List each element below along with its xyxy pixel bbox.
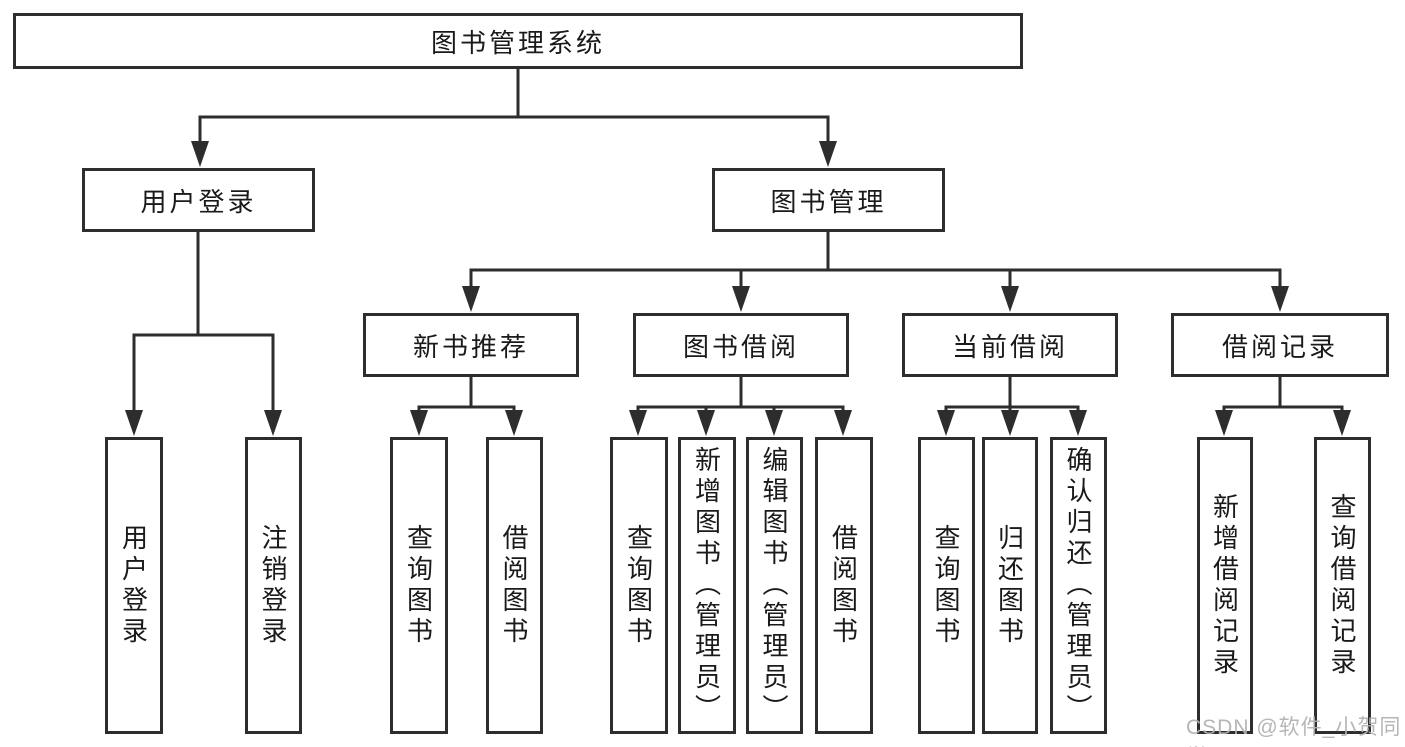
leaf-query-books-recommend: 查询图书 [390,437,448,734]
leaf-confirm-return-admin: 确认归还（管理员） [1050,437,1107,734]
arrowhead-down-icon [1069,410,1087,436]
leaf-user-login: 用户登录 [105,437,163,734]
leaf-edit-book-admin: 编辑图书（管理员） [746,437,803,734]
arrowhead-down-icon [1333,410,1351,436]
connector [629,376,852,436]
connector [1215,376,1351,436]
connector [125,231,282,436]
leaf-return-book: 归还图书 [982,437,1038,734]
leaf-add-book-admin: 新增图书（管理员） [678,437,736,734]
leaf-query-books-current: 查询图书 [918,437,975,734]
leaf-add-borrow-record: 新增借阅记录 [1197,437,1253,734]
arrowhead-down-icon [264,410,282,436]
node-new-book-recommend: 新书推荐 [363,313,579,377]
leaf-borrow-books-borrow: 借阅图书 [815,437,873,734]
arrowhead-down-icon [1001,286,1019,312]
node-book-borrow: 图书借阅 [633,313,849,377]
arrowhead-down-icon [834,410,852,436]
connector [191,69,837,167]
node-user-login: 用户登录 [82,168,315,232]
connector [462,231,1289,312]
arrowhead-down-icon [462,286,480,312]
node-book-management: 图书管理 [712,168,945,232]
node-current-borrow: 当前借阅 [902,313,1118,377]
arrowhead-down-icon [937,410,955,436]
arrowhead-down-icon [765,410,783,436]
arrowhead-down-icon [125,410,143,436]
arrowhead-down-icon [1215,410,1233,436]
node-borrow-records: 借阅记录 [1171,313,1389,377]
leaf-borrow-books-recommend: 借阅图书 [486,437,543,734]
arrowhead-down-icon [732,286,750,312]
arrowhead-down-icon [629,410,647,436]
leaf-query-borrow-record: 查询借阅记录 [1314,437,1371,734]
arrowhead-down-icon [191,141,209,167]
arrowhead-down-icon [697,410,715,436]
arrowhead-down-icon [410,410,428,436]
connector [410,376,523,436]
arrowhead-down-icon [505,410,523,436]
arrowhead-down-icon [1001,410,1019,436]
arrowhead-down-icon [1271,286,1289,312]
connector [937,376,1087,436]
node-library-management-system: 图书管理系统 [13,13,1023,69]
leaf-query-books-borrow: 查询图书 [610,437,668,734]
arrowhead-down-icon [819,141,837,167]
leaf-logout-login: 注销登录 [245,437,302,734]
